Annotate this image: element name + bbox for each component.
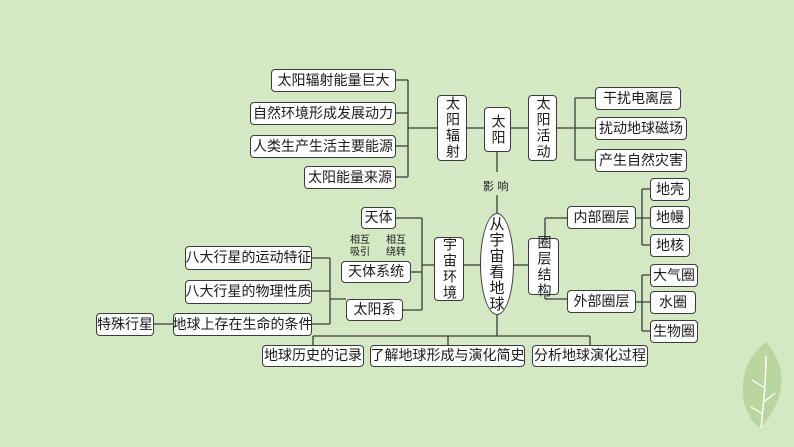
node-celestial-body: 天体	[361, 207, 396, 229]
activity-item-disasters: 产生自然灾害	[595, 149, 687, 172]
planet-item-motion: 八大行星的运动特征	[185, 246, 312, 270]
internal-item-crust: 地壳	[650, 178, 690, 201]
node-special-planet: 特殊行星	[96, 313, 154, 336]
activity-item-ionosphere: 干扰电离层	[595, 87, 681, 110]
internal-item-core: 地核	[650, 234, 690, 257]
node-celestial-system: 天体系统	[341, 261, 411, 283]
external-item-biosphere: 生物圈	[650, 320, 698, 343]
label-mutual-orbit: 相互 绕转	[386, 235, 406, 258]
radiation-item-energy-huge: 太阳辐射能量巨大	[271, 69, 396, 92]
node-solar-radiation: 太阳辐射	[437, 95, 467, 161]
external-item-atmosphere: 大气圈	[650, 264, 698, 287]
node-solar-activity: 太阳活动	[528, 95, 557, 161]
planet-item-physical: 八大行星的物理性质	[185, 280, 312, 304]
node-internal-spheres: 内部圈层	[567, 206, 636, 229]
node-external-spheres: 外部圈层	[567, 290, 636, 313]
external-item-hydrosphere: 水圈	[650, 291, 696, 314]
node-solar-system: 太阳系	[346, 299, 403, 321]
internal-item-mantle: 地幔	[650, 206, 690, 229]
influence-label: 影 响	[483, 180, 509, 193]
radiation-item-main-energy: 人类生产生活主要能源	[250, 135, 396, 158]
activity-item-magnetic-field: 扰动地球磁场	[595, 117, 687, 140]
history-item-evolution-brief: 了解地球形成与演化简史	[370, 345, 525, 367]
node-sphere-structure: 圈层结构	[528, 235, 559, 299]
label-mutual-attraction: 相互 吸引	[350, 235, 370, 258]
center-topic: 从宇宙看地球	[480, 213, 514, 315]
node-sun: 太阳	[484, 107, 511, 152]
leaf-decoration	[742, 342, 782, 429]
history-item-record: 地球历史的记录	[262, 345, 364, 367]
node-universe-environment: 宇宙环境	[434, 237, 464, 301]
planet-item-life-conditions: 地球上存在生命的条件	[173, 313, 313, 336]
radiation-item-environment-driver: 自然环境形成发展动力	[250, 102, 396, 125]
radiation-item-energy-source: 太阳能量来源	[304, 166, 396, 189]
history-item-analyze-process: 分析地球演化过程	[532, 345, 648, 367]
